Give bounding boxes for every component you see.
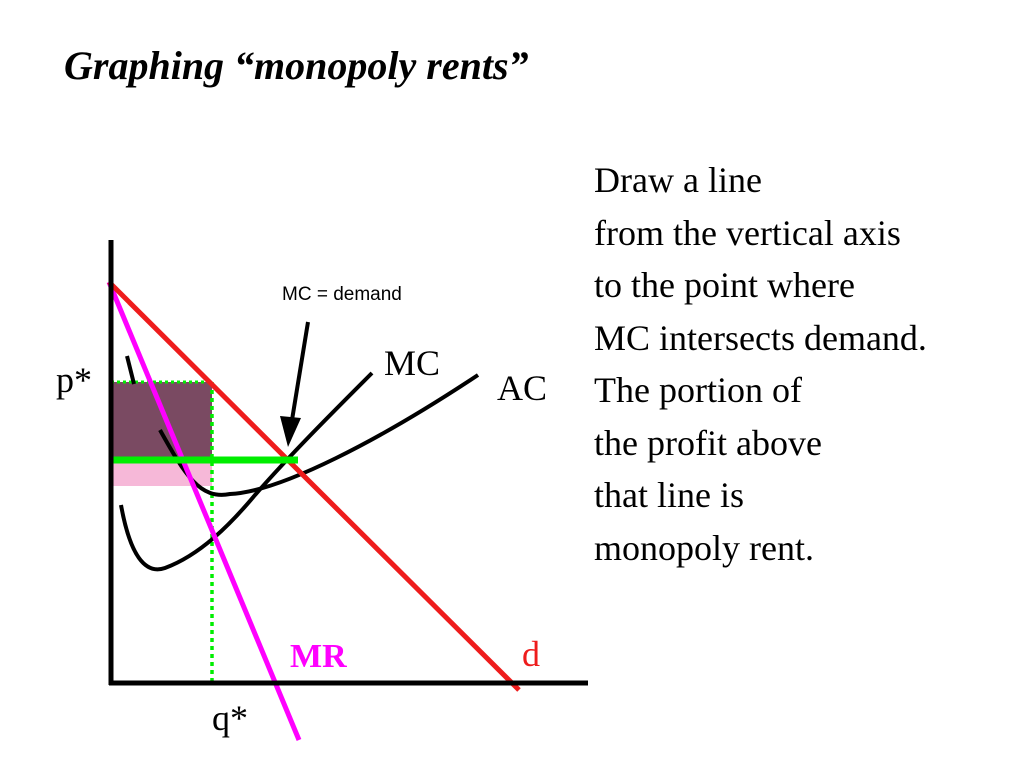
explanation-line: to the point where (594, 265, 855, 305)
demand-label: d (522, 634, 540, 674)
annotation-arrow-shaft (290, 321, 310, 421)
curve-stub (125, 355, 136, 385)
mr-label: MR (290, 638, 347, 675)
annotation-label: MC = demand (282, 284, 402, 305)
ac-label: AC (497, 368, 547, 408)
explanation-line: The portion of (594, 370, 802, 410)
explanation-line: from the vertical axis (594, 212, 901, 253)
explanation-line: MC intersects demand. (594, 317, 927, 358)
explanation-text: Draw a line from the vertical axis to th… (594, 154, 1019, 574)
mc-label: MC (384, 343, 440, 383)
explanation-line: that line is (594, 475, 744, 515)
price-label: p* (56, 360, 92, 400)
monopoly-rent-area (111, 382, 212, 460)
mr-line (106, 281, 302, 741)
explanation-line: Draw a line (594, 160, 762, 200)
mc-curve (119, 371, 374, 572)
slide-title: Graphing “monopoly rents” (64, 43, 529, 88)
quantity-label: q* (212, 698, 248, 738)
demand-line (107, 280, 521, 692)
annotation-arrow-head (280, 416, 301, 447)
explanation-line: the profit above (594, 422, 822, 463)
explanation-line: monopoly rent. (594, 527, 814, 568)
